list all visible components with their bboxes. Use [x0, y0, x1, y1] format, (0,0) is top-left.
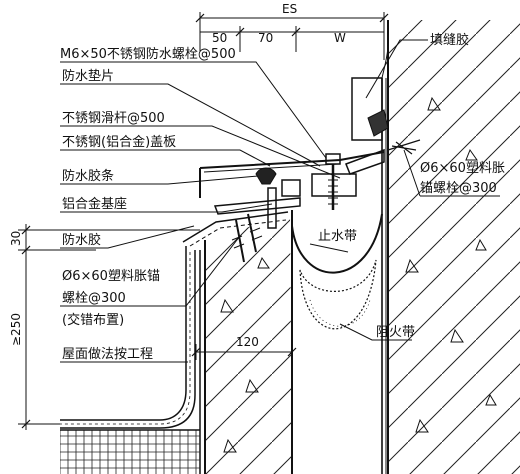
dim-50: 50 — [212, 31, 227, 45]
label-roof: 屋面做法按工程 — [62, 347, 153, 362]
label-anchor-left-2: 螺栓@300 — [62, 291, 126, 306]
dim-120: 120 — [236, 335, 259, 349]
label-bolt: M6×50不锈钢防水螺栓@500 — [60, 46, 236, 62]
leader-lines — [60, 39, 500, 363]
dim-70: 70 — [258, 31, 273, 45]
label-slide-rod: 不锈钢滑杆@500 — [62, 111, 165, 126]
label-anchor-left-3: (交错布置) — [62, 312, 124, 328]
cover-assembly — [199, 139, 421, 263]
label-waterstop: 止水带 — [318, 229, 357, 244]
label-gasket: 防水垫片 — [62, 68, 114, 84]
top-dimensions — [195, 12, 389, 60]
dim-w: W — [334, 31, 346, 45]
mid-dimension — [191, 344, 297, 360]
label-filler: 填缝胶 — [430, 32, 469, 48]
label-sealant: 防水胶 — [62, 232, 101, 248]
dim-250: ≥250 — [9, 313, 23, 346]
label-base: 铝合金基座 — [62, 196, 127, 212]
label-anchor-right-2: 锚螺栓@300 — [420, 181, 497, 196]
dim-es: ES — [282, 2, 297, 16]
label-strip: 防水胶条 — [62, 168, 114, 184]
label-anchor-left-1: Ø6×60塑料胀锚 — [62, 269, 160, 284]
dim-30: 30 — [9, 231, 23, 246]
label-fire: 阻火带 — [376, 325, 415, 340]
filler-board — [351, 19, 389, 474]
label-anchor-right-1: Ø6×60塑料胀 — [420, 161, 505, 176]
right-wall — [387, 20, 520, 474]
label-cover: 不锈钢(铝合金)盖板 — [62, 134, 176, 150]
waterstop-fire-belt — [291, 213, 383, 330]
left-structure — [60, 210, 293, 474]
left-dimensions — [18, 224, 200, 430]
